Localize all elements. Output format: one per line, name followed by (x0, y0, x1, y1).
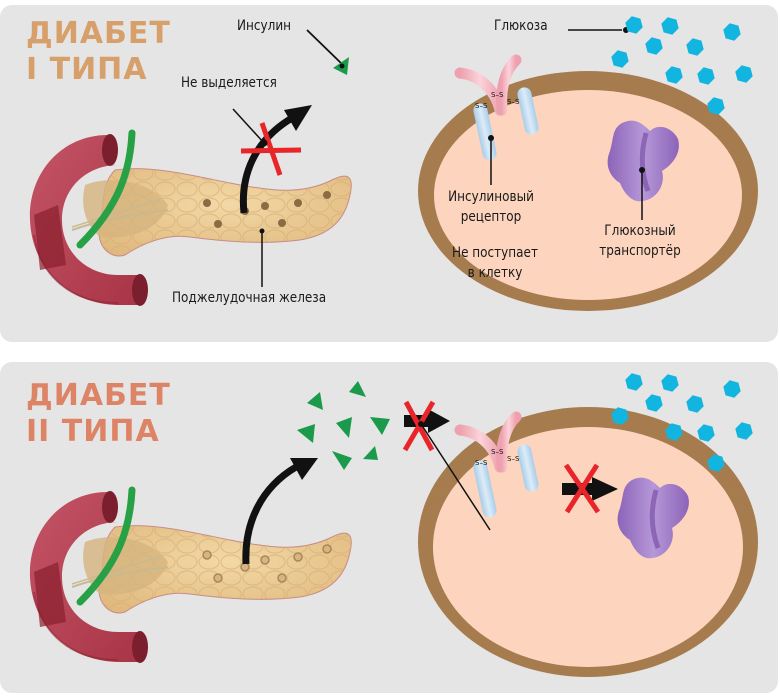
title-line-2: I ТИПА (26, 52, 148, 87)
title-line-1: ДИАБЕТ (26, 378, 171, 413)
glucose-hexagon-icon (735, 422, 753, 440)
insulin-triangle-icon (297, 424, 315, 443)
insulin-triangle-icon (332, 451, 352, 470)
glucose-molecules (611, 373, 753, 472)
islet-cells (202, 544, 332, 583)
svg-text:S–S: S–S (475, 459, 488, 467)
glucose-hexagon-icon (625, 373, 643, 391)
insulin-receptor-icon: S–S S–S S–S (454, 411, 539, 518)
release-arrow-head (284, 105, 312, 131)
label-glucose-transporter: Глюкозный транспортёр (588, 221, 691, 261)
svg-text:S–S: S–S (507, 98, 520, 106)
blocked-transport-arrow (562, 463, 618, 514)
svg-text:S–S: S–S (491, 91, 504, 99)
glucose-hexagon-icon (686, 395, 704, 413)
insulin-triangle-icon (363, 446, 378, 460)
glucose-hexagon-icon (665, 423, 683, 441)
svg-text:S–S: S–S (491, 448, 504, 456)
bile-duct (76, 129, 136, 249)
release-arrow (239, 114, 294, 214)
glucose-hexagon-icon (697, 67, 715, 85)
glucose-hexagon-icon (665, 66, 683, 84)
glucose-hexagon-icon (723, 23, 741, 41)
insulin-molecules (297, 381, 390, 470)
panel-title-type2: ДИАБЕТ II ТИПА (26, 378, 171, 450)
glucose-hexagon-icon (697, 424, 715, 442)
svg-text:S–S: S–S (507, 455, 520, 463)
label-insulin-receptor: Инсулиновый рецептор (440, 187, 541, 227)
glucose-hexagon-icon (707, 454, 725, 472)
label-insulin: Инсулин (237, 18, 292, 34)
insulin-triangle-icon (370, 417, 390, 435)
label-glucose: Глюкоза (494, 18, 548, 34)
glucose-hexagon-icon (661, 374, 679, 392)
type1-illustration: S–S S–S S–S (29, 16, 758, 311)
label-not-enter-cell: Не поступает в клетку (448, 243, 543, 283)
blocked-binding-arrow (402, 400, 491, 531)
glucose-hexagon-icon (625, 16, 643, 34)
insulin-triangle-icon (307, 392, 323, 410)
glucose-hexagon-icon (686, 38, 704, 56)
glucose-molecules (611, 16, 753, 115)
insulin-triangle-icon (336, 417, 352, 438)
panel-type2-diabetes: S–S S–S S–S ДИАБЕТ II ТИПА (0, 362, 778, 693)
release-arrow-head (290, 458, 318, 480)
glucose-hexagon-icon (611, 407, 629, 425)
glucose-hexagon-icon (661, 17, 679, 35)
label-pancreas: Поджелудочная железа (172, 290, 327, 306)
title-line-2: II ТИПА (26, 414, 160, 449)
glucose-hexagon-icon (735, 65, 753, 83)
blocked-cross-icon (240, 122, 302, 176)
glucose-hexagon-icon (611, 50, 629, 68)
glucose-transporter-icon (617, 477, 689, 559)
label-not-enter-line1: Не поступает (452, 245, 538, 261)
glucose-hexagon-icon (707, 97, 725, 115)
pancreas-illustration (29, 129, 352, 306)
svg-text:S–S: S–S (475, 102, 488, 110)
pancreas-illustration (29, 486, 352, 663)
glucose-hexagon-icon (645, 37, 663, 55)
label-transporter-line1: Глюкозный (604, 223, 676, 239)
insulin-triangle-icon (349, 381, 366, 397)
label-transporter-line2: транспортёр (599, 243, 681, 259)
label-not-enter-line2: в клетку (467, 265, 523, 281)
label-receptor-line2: рецептор (460, 209, 522, 225)
label-not-secreted: Не выделяется (181, 75, 277, 91)
label-receptor-line1: Инсулиновый (448, 189, 534, 205)
panel-title-type1: ДИАБЕТ I ТИПА (26, 16, 171, 88)
glucose-hexagon-icon (723, 380, 741, 398)
type2-illustration: S–S S–S S–S (29, 373, 758, 677)
panel-type1-diabetes: S–S S–S S–S ДИАБЕТ I ТИПА Инсулин Не выд… (0, 5, 778, 342)
glucose-hexagon-icon (645, 394, 663, 412)
release-arrow (242, 463, 298, 565)
title-line-1: ДИАБЕТ (26, 16, 171, 51)
glucose-transporter-icon (607, 120, 679, 202)
